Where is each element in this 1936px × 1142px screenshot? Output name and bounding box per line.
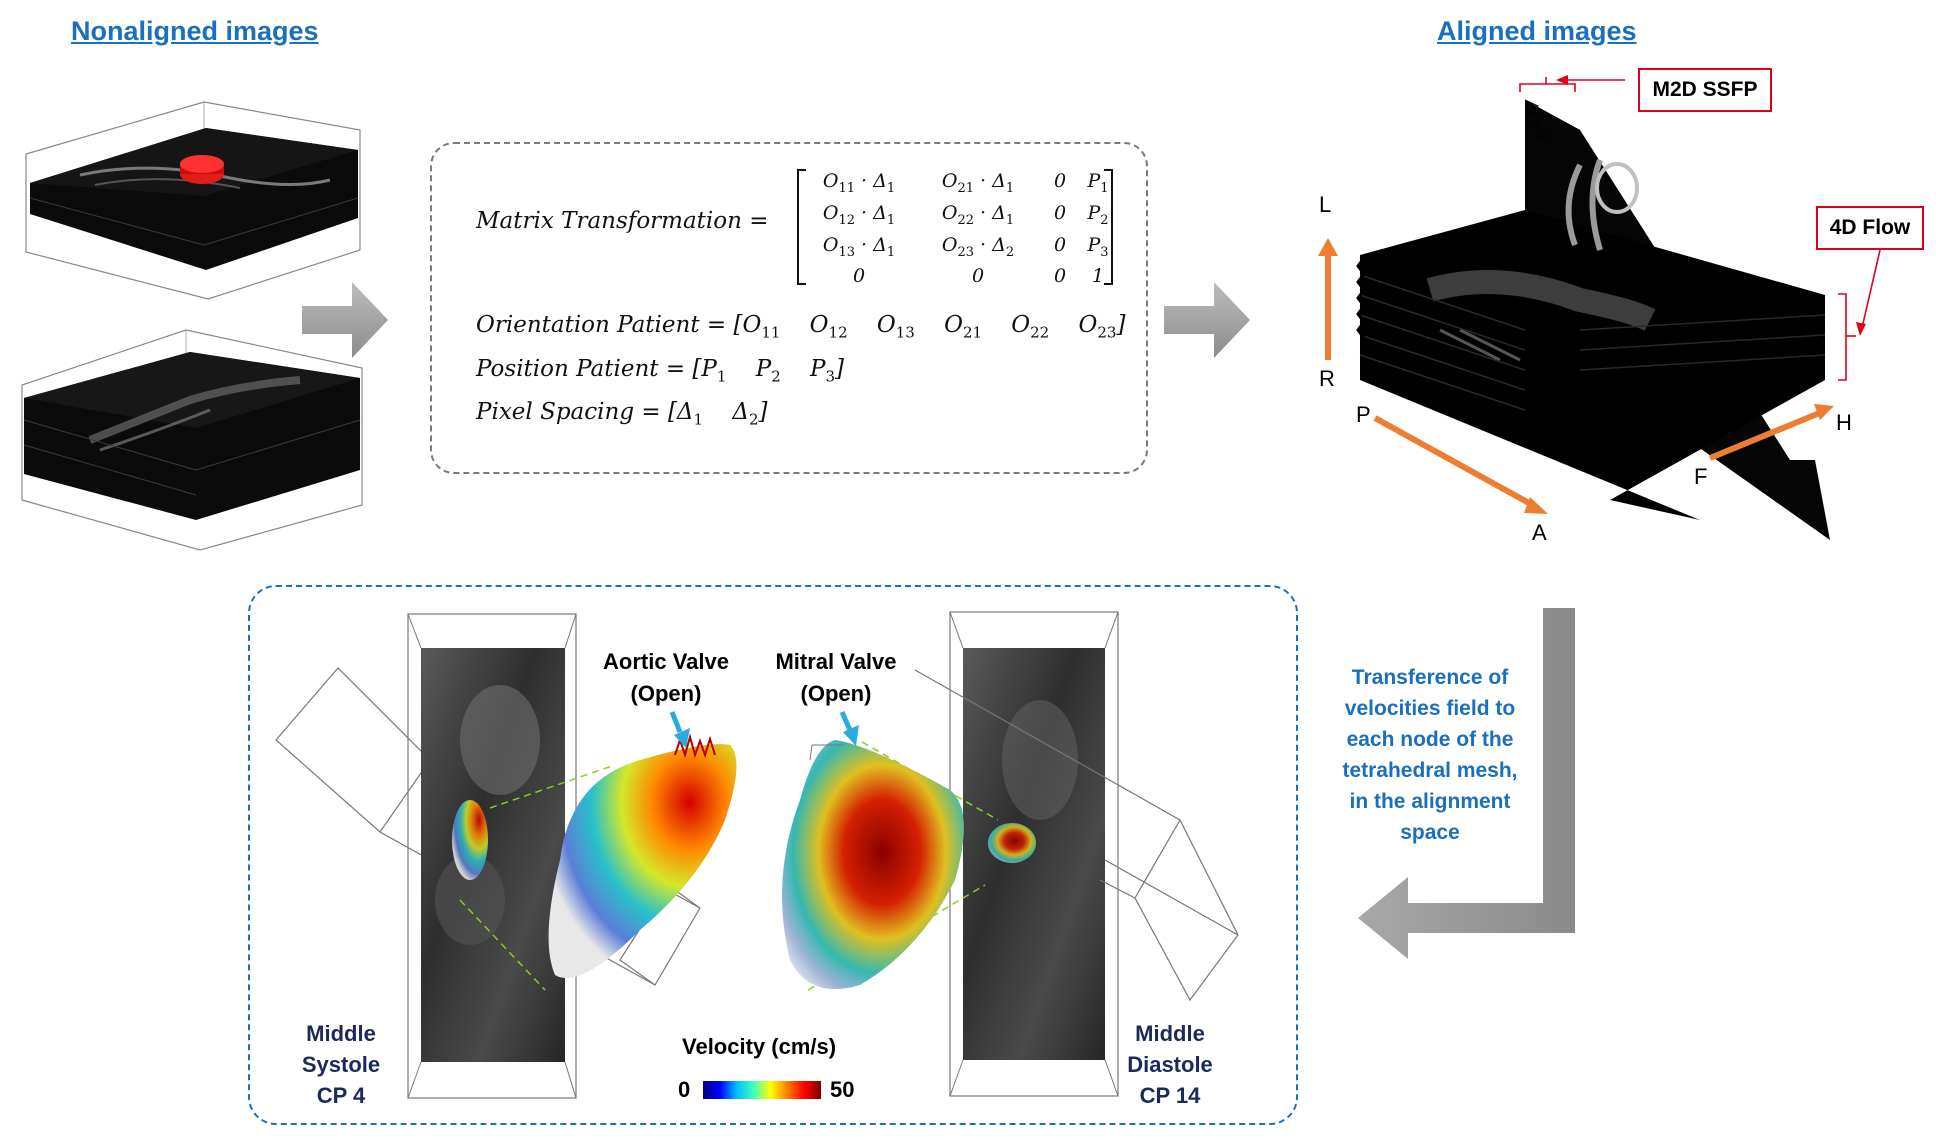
nonaligned-heading: Nonaligned images <box>71 16 319 46</box>
arrow-right-1 <box>302 282 388 358</box>
matrix-cell: 0 <box>1053 265 1067 288</box>
spacing-label: Pixel Spacing = <box>476 399 661 425</box>
orientation-label: Orientation Patient = <box>476 312 727 338</box>
nonaligned-stack-1 <box>25 101 361 300</box>
matrix-cell: 0 <box>1053 201 1067 224</box>
matrix-cell: O13 · Δ1 <box>822 233 896 260</box>
matrix-cell: 0 <box>971 265 985 288</box>
mitral-valve-state: (Open) <box>800 681 872 706</box>
axis-label-l: L <box>1319 192 1332 217</box>
velocity-panel <box>248 585 1298 1125</box>
axis-label-a: A <box>1532 520 1547 545</box>
axis-label-p: P <box>1356 402 1371 427</box>
aortic-valve-state: (Open) <box>630 681 702 706</box>
nonaligned-stack-2 <box>21 329 363 551</box>
mitral-pointer-icon <box>839 710 859 746</box>
systole-view <box>275 613 737 1099</box>
velocity-scale-min: 0 <box>678 1077 691 1102</box>
aortic-valve-title: Aortic Valve <box>603 649 729 674</box>
matrix-cell: O23 · Δ2 <box>941 233 1015 260</box>
4d-flow-label: 4D Flow <box>1816 206 1924 250</box>
matrix-label: Matrix Transformation = <box>476 208 769 234</box>
matrix-cell: 0 <box>1053 170 1067 192</box>
caption-line: tetrahedral mesh, <box>1342 759 1518 782</box>
m2d-ssfp-label: M2D SSFP <box>1638 68 1772 112</box>
orientation-equation: Orientation Patient = [O11 O12 O13 O21 O… <box>476 312 1126 342</box>
velocity-colorbar <box>703 1081 821 1099</box>
m2d-pointer <box>1519 75 1625 92</box>
caption-line: velocities field to <box>1344 697 1516 720</box>
mitral-valve-label: Mitral Valve (Open) <box>766 646 906 710</box>
arrow-right-2 <box>1164 282 1250 358</box>
velocity-scale-title: Velocity (cm/s) <box>682 1034 837 1059</box>
systole-line: Middle <box>306 1021 376 1046</box>
matrix-cell: O11 · Δ1 <box>822 170 896 196</box>
systole-line: CP 4 <box>316 1083 366 1108</box>
flow-pointer <box>1838 249 1881 381</box>
matrix-cell: 0 <box>1053 233 1067 256</box>
aligned-heading: Aligned images <box>1437 16 1637 46</box>
matrix-cell: 1 <box>1091 265 1105 288</box>
matrix-cell: O21 · Δ1 <box>941 170 1015 196</box>
axis-label-h: H <box>1836 410 1852 435</box>
orientation-axes <box>1318 238 1834 514</box>
diastole-line: Diastole <box>1127 1052 1213 1077</box>
matrix-cell: P1 <box>1087 170 1109 196</box>
transference-caption: Transference of velocities field to each… <box>1325 662 1535 848</box>
matrix-cell: P2 <box>1087 201 1109 228</box>
diastole-view <box>782 611 1239 1097</box>
diastole-label: Middle Diastole CP 14 <box>1120 1018 1220 1111</box>
caption-line: Transference of <box>1351 666 1509 689</box>
systole-label: Middle Systole CP 4 <box>296 1018 386 1111</box>
velocity-scale-max: 50 <box>830 1077 855 1102</box>
systole-line: Systole <box>301 1052 381 1077</box>
diastole-line: CP 14 <box>1139 1083 1201 1108</box>
matrix-cell: O12 · Δ1 <box>822 201 896 228</box>
position-label: Position Patient = <box>476 356 686 382</box>
aligned-stack <box>1356 99 1830 540</box>
position-equation: Position Patient = [P1 P2 P3] <box>476 356 844 386</box>
caption-line: in the alignment <box>1349 790 1511 813</box>
aortic-valve-label: Aortic Valve (Open) <box>596 646 736 710</box>
matrix-cell: 0 <box>852 265 866 288</box>
axis-label-f: F <box>1694 464 1708 489</box>
matrix-cell: P3 <box>1087 233 1109 260</box>
caption-line: space <box>1400 821 1460 844</box>
caption-line: each node of the <box>1346 728 1514 751</box>
axis-label-r: R <box>1319 366 1335 391</box>
transform-equations-box <box>430 142 1148 474</box>
aortic-pointer-icon <box>669 711 690 748</box>
transform-matrix: O11 · Δ1 O21 · Δ1 0 P1 O12 · Δ1 O22 · Δ1… <box>804 170 1118 287</box>
return-arrow <box>1358 608 1575 959</box>
matrix-brackets <box>797 169 1113 285</box>
diastole-line: Middle <box>1135 1021 1205 1046</box>
matrix-cell: O22 · Δ1 <box>941 201 1015 228</box>
mitral-valve-title: Mitral Valve <box>775 649 897 674</box>
spacing-equation: Pixel Spacing = [Δ1 Δ2] <box>476 399 768 429</box>
